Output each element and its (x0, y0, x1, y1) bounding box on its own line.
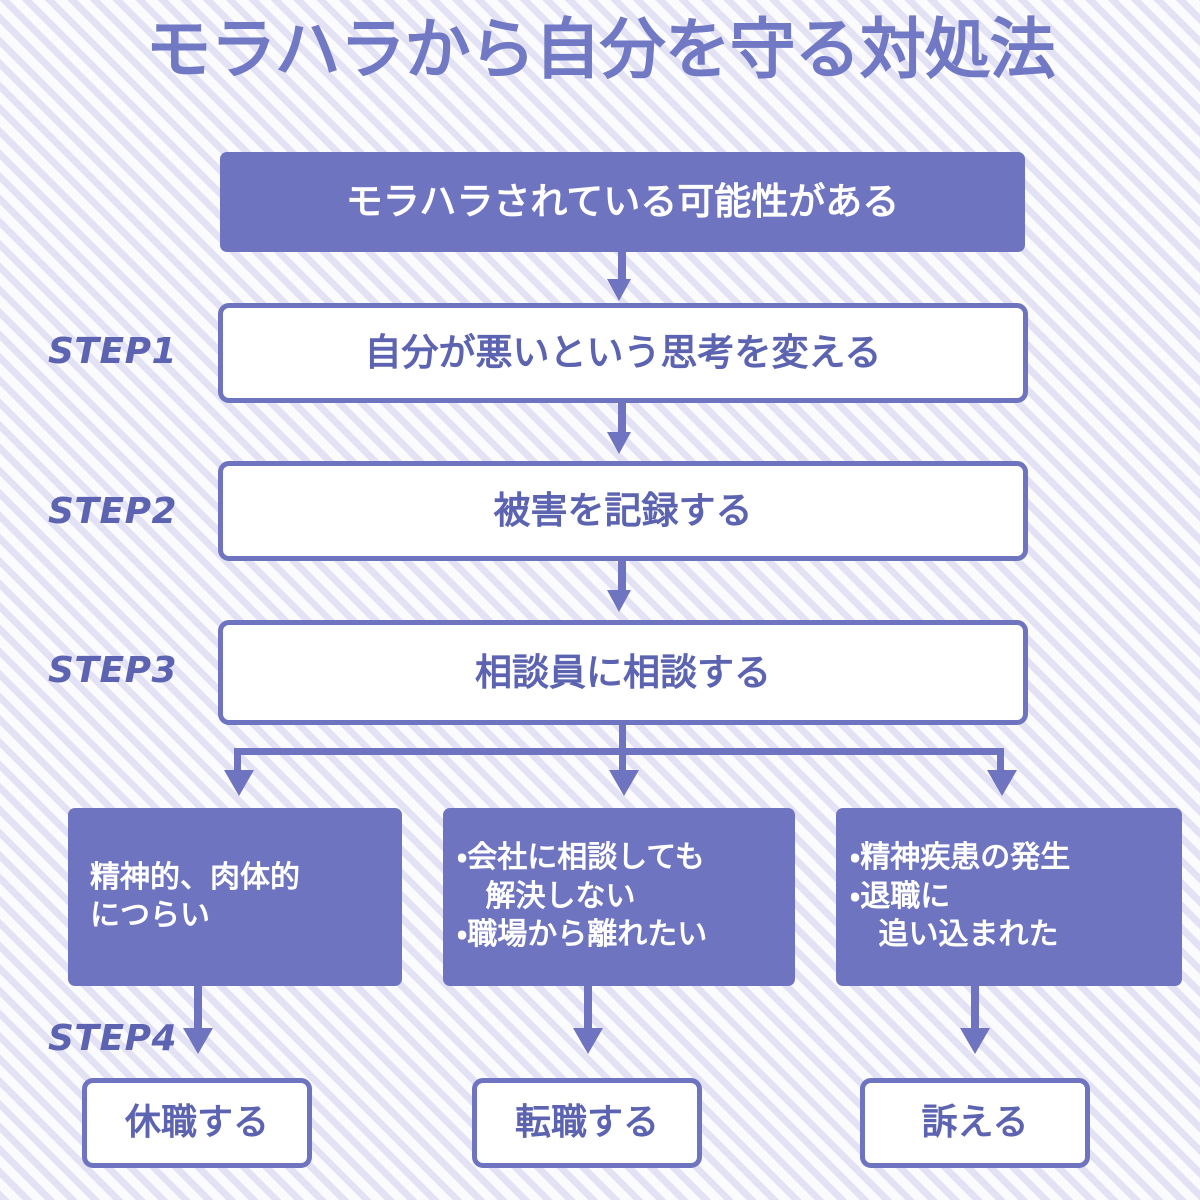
connector-line-branch1-to-outcome1 (194, 986, 202, 1030)
flow-node-start-label: モラハラされている可能性がある (345, 180, 900, 224)
connector-line-step2-to-step3 (618, 561, 626, 593)
connector-fork-drop-left (234, 748, 241, 774)
flow-node-step1: 自分が悪いという思考を変える (218, 303, 1028, 403)
flow-node-step2-label: 被害を記録する (493, 489, 753, 533)
connector-arrow-step1-to-step2 (607, 432, 631, 454)
page-title: モラハラから自分を守る対処法 (145, 11, 1055, 88)
flow-node-outcome-3-label: 訴える (921, 1101, 1029, 1143)
flow-node-branch-2-line-2: 解決しない (485, 878, 636, 914)
flow-node-step3: 相談員に相談する (218, 620, 1028, 725)
connector-line-step1-to-step2 (618, 403, 626, 435)
connector-arrow-outcome-3 (960, 1028, 990, 1054)
connector-line-branch3-to-outcome3 (971, 986, 979, 1030)
connector-fork-drop-right (997, 748, 1004, 774)
flow-node-outcome-2: 転職する (472, 1078, 702, 1168)
step-label-4: STEP4 (48, 1018, 178, 1059)
flow-node-branch-3-line-3: 追い込まれた (878, 917, 1059, 953)
flow-node-step2: 被害を記録する (218, 461, 1028, 561)
connector-arrow-branch-1 (224, 770, 254, 796)
flow-node-branch-3: ・精神疾患の発生 ・退職に 追い込まれた (836, 808, 1182, 986)
flow-node-branch-2-line-3: ・職場から離れたい (457, 917, 708, 953)
flow-node-outcome-1: 休職する (82, 1078, 312, 1168)
connector-arrow-outcome-2 (573, 1028, 603, 1054)
flow-node-outcome-3: 訴える (860, 1078, 1090, 1168)
connector-fork-stem (619, 725, 626, 753)
connector-arrow-branch-2 (609, 770, 639, 796)
flow-node-branch-3-line-2: ・退職に (850, 878, 951, 914)
step-label-3: STEP3 (48, 650, 178, 691)
flow-node-branch-3-line-1: ・精神疾患の発生 (850, 840, 1071, 876)
connector-arrow-outcome-1 (183, 1028, 213, 1054)
flow-node-step3-label: 相談員に相談する (475, 650, 771, 694)
flow-node-outcome-1-label: 休職する (124, 1101, 269, 1143)
flow-node-branch-1-line-2: につらい (90, 898, 210, 933)
connector-arrow-branch-3 (987, 770, 1017, 796)
flow-node-outcome-2-label: 転職する (514, 1101, 659, 1143)
flow-node-branch-2-line-1: ・会社に相談しても (457, 840, 705, 876)
flow-node-branch-1-line-1: 精神的、肉体的 (90, 859, 300, 895)
connector-line-branch2-to-outcome2 (584, 986, 592, 1030)
flow-node-branch-2: ・会社に相談しても 解決しない ・職場から離れたい (443, 808, 795, 986)
step-label-2: STEP2 (48, 491, 178, 532)
connector-arrow-step2-to-step3 (607, 590, 631, 612)
connector-line-start-to-step1 (618, 252, 626, 282)
flow-node-step1-label: 自分が悪いという思考を変える (364, 331, 882, 375)
step-label-1: STEP1 (48, 331, 178, 372)
connector-fork-drop-center (619, 748, 626, 774)
connector-arrow-start-to-step1 (607, 279, 631, 301)
flow-node-start: モラハラされている可能性がある (220, 152, 1025, 252)
flow-node-branch-1: 精神的、肉体的 につらい (68, 808, 402, 986)
